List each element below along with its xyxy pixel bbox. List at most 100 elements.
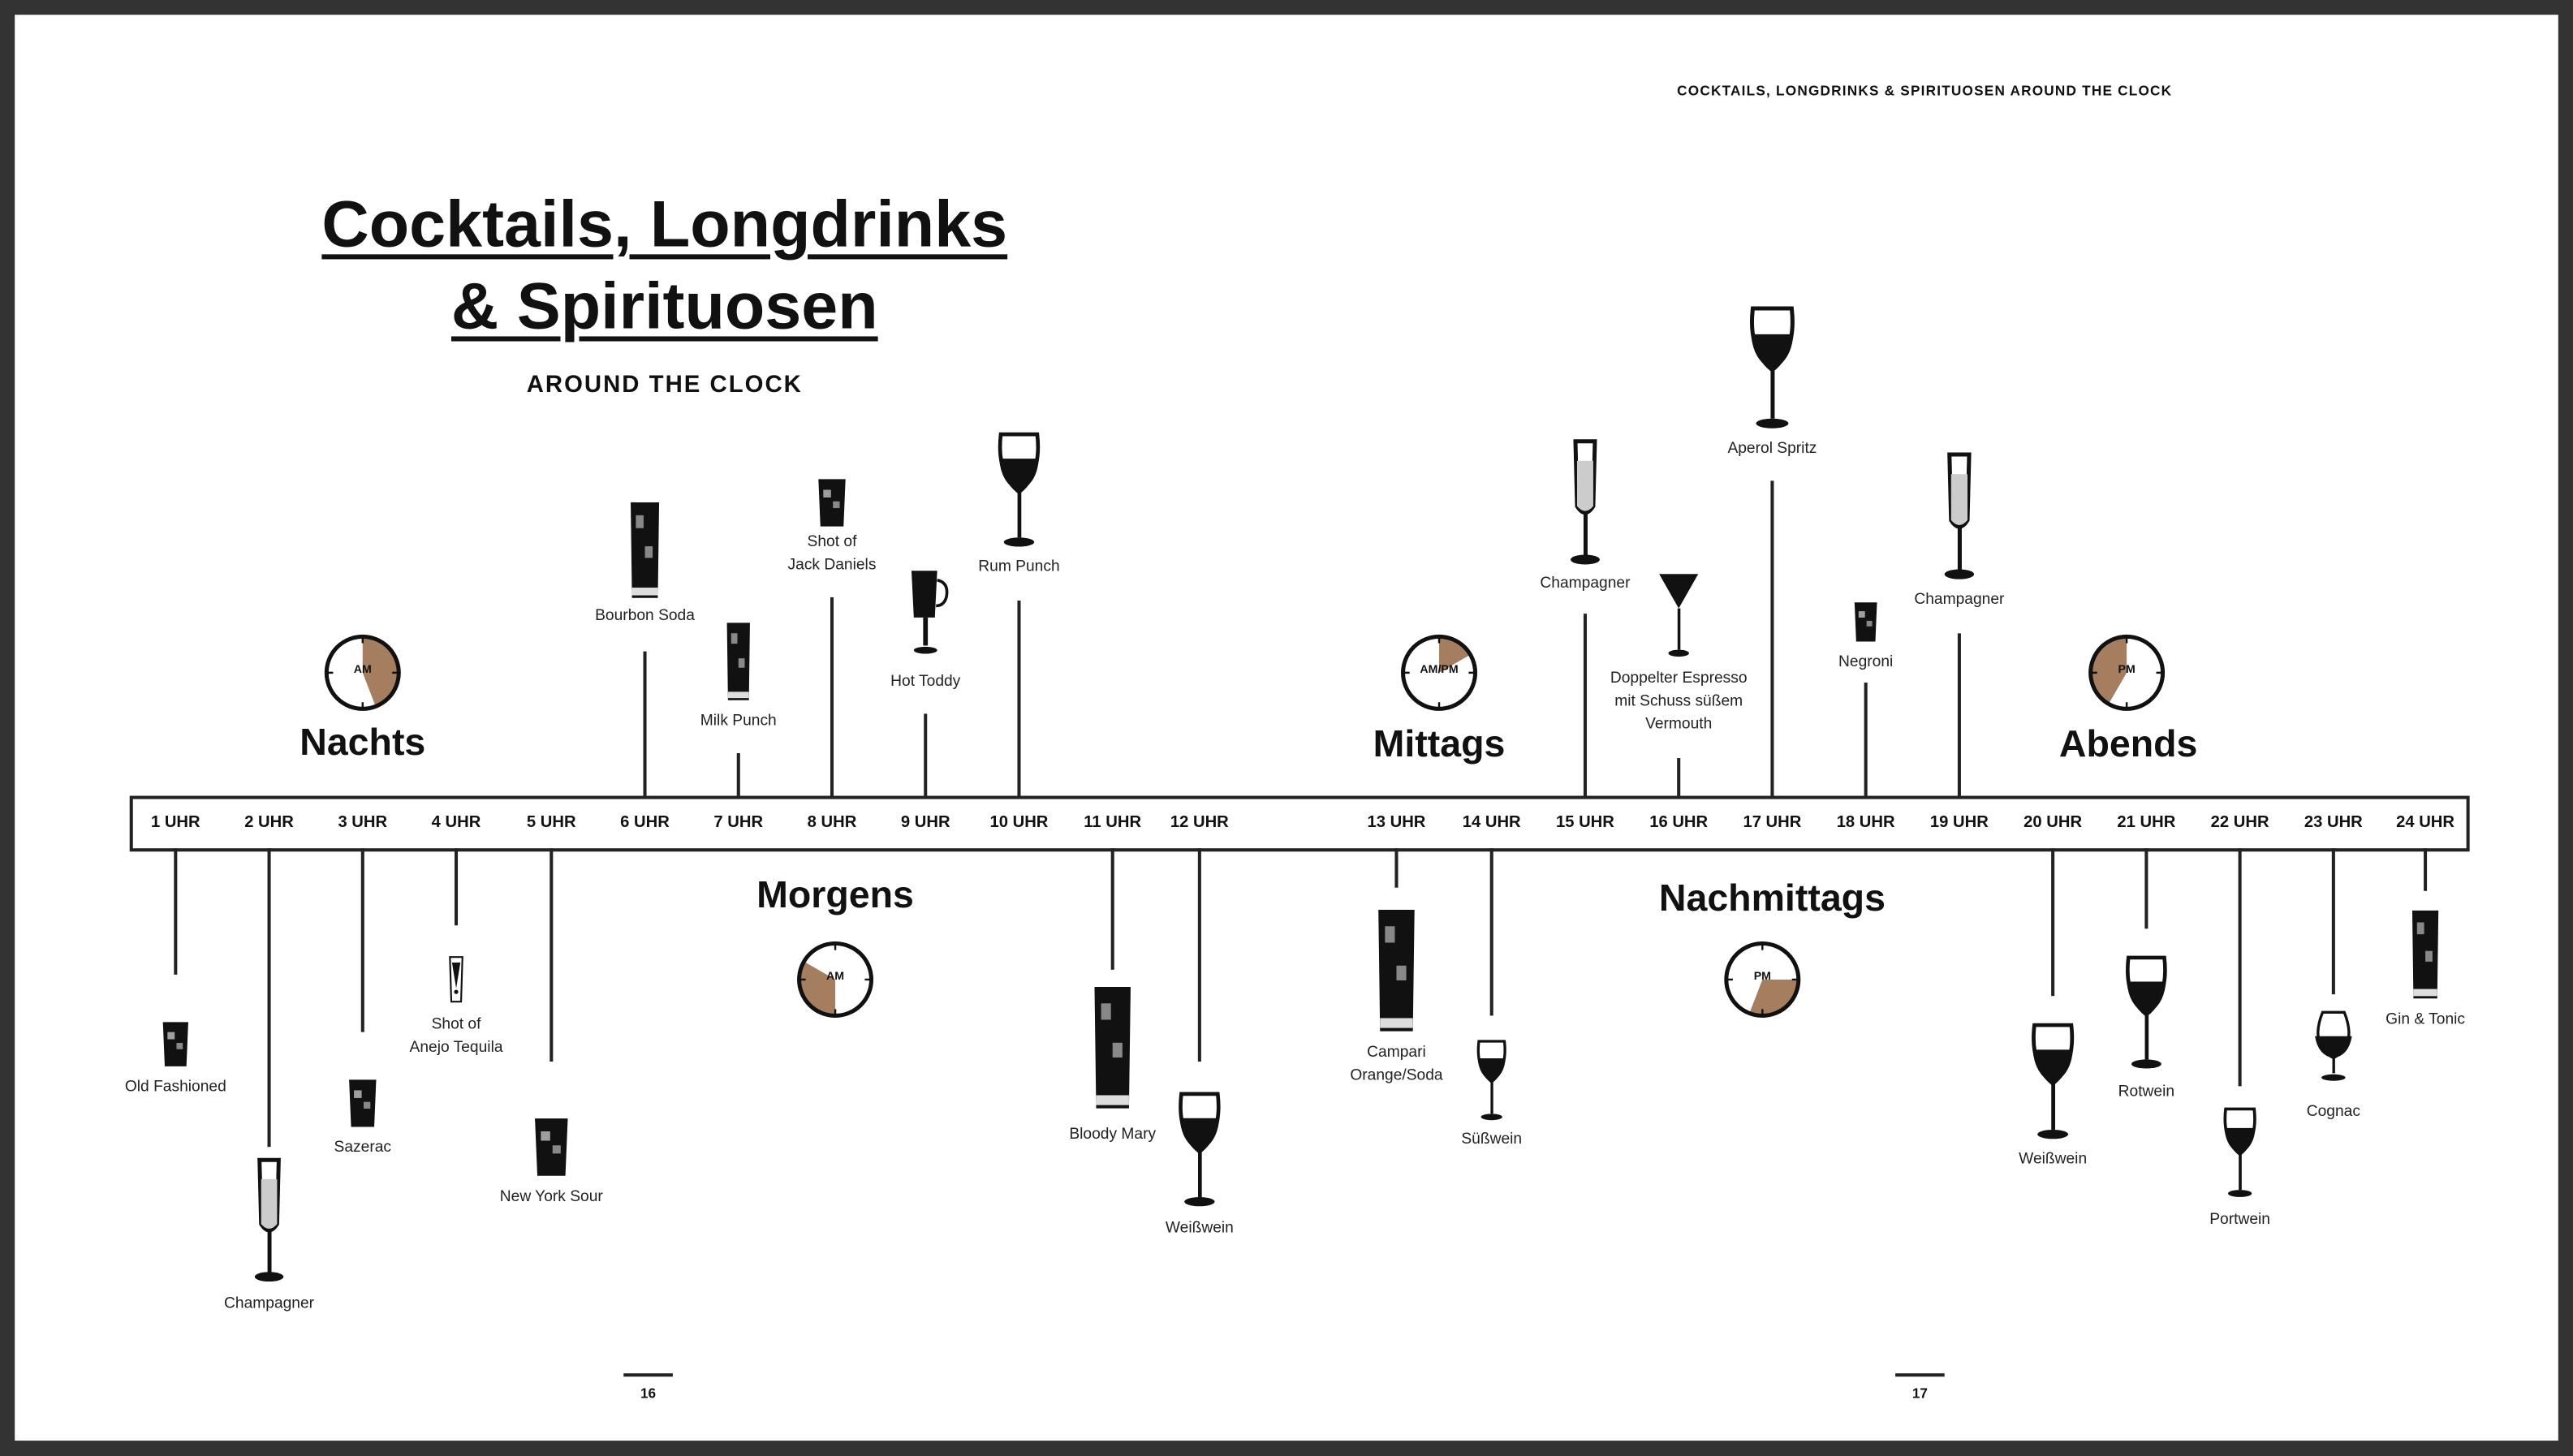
wine-glass-icon: [1166, 1088, 1232, 1209]
drink-label: Portwein: [2209, 1211, 2270, 1230]
connector-line: [736, 752, 740, 796]
hour-label: 10 UHR: [989, 813, 1049, 833]
drink-label: Cognac: [2306, 1102, 2360, 1121]
connector-line: [2331, 848, 2335, 995]
champagne-flute-icon: [1553, 438, 1618, 568]
drink-label: Orange/Soda: [1350, 1066, 1443, 1085]
page-title-line2: & Spirituosen: [450, 270, 878, 343]
connector-line: [1677, 758, 1681, 796]
connector-line: [2144, 848, 2148, 929]
drink-label: Süßwein: [1461, 1130, 1523, 1149]
hour-label: 19 UHR: [1929, 813, 1989, 833]
clock-icon: PM: [2088, 633, 2166, 712]
wine-glass-icon: [1739, 302, 1805, 432]
hour-label: 11 UHR: [1084, 813, 1142, 833]
clock-icon: AM: [796, 940, 875, 1019]
hour-label: 22 UHR: [2210, 813, 2269, 833]
connector-line: [1110, 848, 1114, 970]
drink-label: Negroni: [1838, 653, 1894, 671]
clock-label: PM: [1753, 971, 1771, 983]
drink-label: Shot of: [807, 533, 857, 552]
drink-label: Weißwein: [2019, 1150, 2088, 1169]
timeline-bar: [129, 795, 2470, 852]
drink-label: Anejo Tequila: [409, 1038, 503, 1057]
connector-line: [643, 651, 647, 796]
highball-glass-icon: [705, 618, 771, 702]
wine-glass-icon: [2114, 952, 2179, 1072]
shot-glass-icon: [424, 950, 489, 1006]
highball-glass-icon: [1080, 976, 1145, 1116]
drink-label: Vermouth: [1645, 715, 1713, 734]
drink-label: mit Schuss süßem: [1614, 692, 1743, 711]
hour-label: 24 UHR: [2396, 813, 2455, 833]
connector-line: [1197, 848, 1201, 1062]
wine-glass-icon: [986, 429, 1052, 550]
connector-line: [1864, 683, 1868, 796]
hour-label: 2 UHR: [244, 813, 294, 833]
hour-label: 14 UHR: [1462, 813, 1521, 833]
highball-glass-icon: [2393, 906, 2459, 1001]
clock-icon: PM: [1723, 940, 1802, 1019]
clock-label: PM: [2118, 664, 2136, 676]
drink-label: Champagner: [224, 1294, 315, 1313]
connector-line: [1957, 633, 1961, 796]
connector-line: [1583, 614, 1587, 796]
champagne-flute-icon: [236, 1157, 302, 1285]
connector-line: [360, 848, 364, 1032]
hour-label: 4 UHR: [431, 813, 481, 833]
connector-line: [924, 713, 928, 796]
clock-label: AM: [826, 971, 845, 983]
wine-glass-icon: [1459, 1037, 1524, 1122]
drink-label: Champagner: [1540, 574, 1631, 592]
drink-label: Sazerac: [334, 1139, 392, 1157]
tumbler-glass-icon: [1833, 579, 1899, 644]
section-heading: Abends: [2058, 722, 2198, 765]
connector-line: [830, 597, 834, 796]
section-heading: Nachts: [300, 720, 426, 764]
snifter-glass-icon: [2300, 1006, 2366, 1092]
hour-label: 20 UHR: [2023, 813, 2083, 833]
page-title-line1: Cocktails, Longdrinks: [321, 188, 1008, 261]
drink-label: Doppelter Espresso: [1610, 669, 1748, 688]
clock-label: AM/PM: [1420, 664, 1459, 676]
martini-glass-icon: [1646, 570, 1712, 661]
section-heading: Nachmittags: [1658, 876, 1886, 920]
connector-line: [1770, 480, 1774, 796]
drink-label: Weißwein: [1165, 1219, 1234, 1238]
tumbler-glass-icon: [143, 996, 209, 1068]
connector-line: [455, 848, 459, 926]
drink-label: New York Sour: [499, 1187, 603, 1206]
hour-label: 13 UHR: [1367, 813, 1426, 833]
connector-line: [550, 848, 554, 1062]
wine-glass-icon: [2207, 1105, 2273, 1200]
hour-label: 16 UHR: [1649, 813, 1709, 833]
champagne-flute-icon: [1926, 451, 1992, 583]
tumbler-glass-icon: [799, 451, 865, 528]
clock-icon: AM/PM: [1400, 633, 1479, 712]
connector-line: [1394, 848, 1399, 888]
connector-line: [2238, 848, 2242, 1087]
hour-label: 8 UHR: [807, 813, 857, 833]
hour-label: 18 UHR: [1836, 813, 1895, 833]
connector-line: [267, 848, 271, 1148]
connector-line: [1017, 600, 1021, 796]
connector-line: [1489, 848, 1493, 1016]
drink-label: Shot of: [431, 1015, 481, 1034]
drink-label: Jack Daniels: [787, 556, 877, 575]
clock-label: AM: [353, 664, 372, 676]
hour-label: 3 UHR: [338, 813, 388, 833]
hour-label: 15 UHR: [1555, 813, 1614, 833]
toddy-glass-icon: [893, 566, 959, 659]
running-header: COCKTAILS, LONGDRINKS & SPIRITUOSEN AROU…: [1677, 82, 2173, 99]
drink-label: Milk Punch: [700, 712, 777, 730]
tumbler-glass-icon: [330, 1052, 395, 1129]
hour-label: 21 UHR: [2117, 813, 2176, 833]
drink-label: Campari: [1367, 1043, 1426, 1062]
drink-label: Aperol Spritz: [1727, 439, 1817, 459]
connector-line: [2424, 848, 2428, 891]
hour-label: 1 UHR: [150, 813, 200, 833]
hour-label: 23 UHR: [2304, 813, 2363, 833]
book-spread: COCKTAILS, LONGDRINKS & SPIRITUOSEN AROU…: [15, 15, 2558, 1441]
drink-label: Gin & Tonic: [2386, 1010, 2466, 1029]
